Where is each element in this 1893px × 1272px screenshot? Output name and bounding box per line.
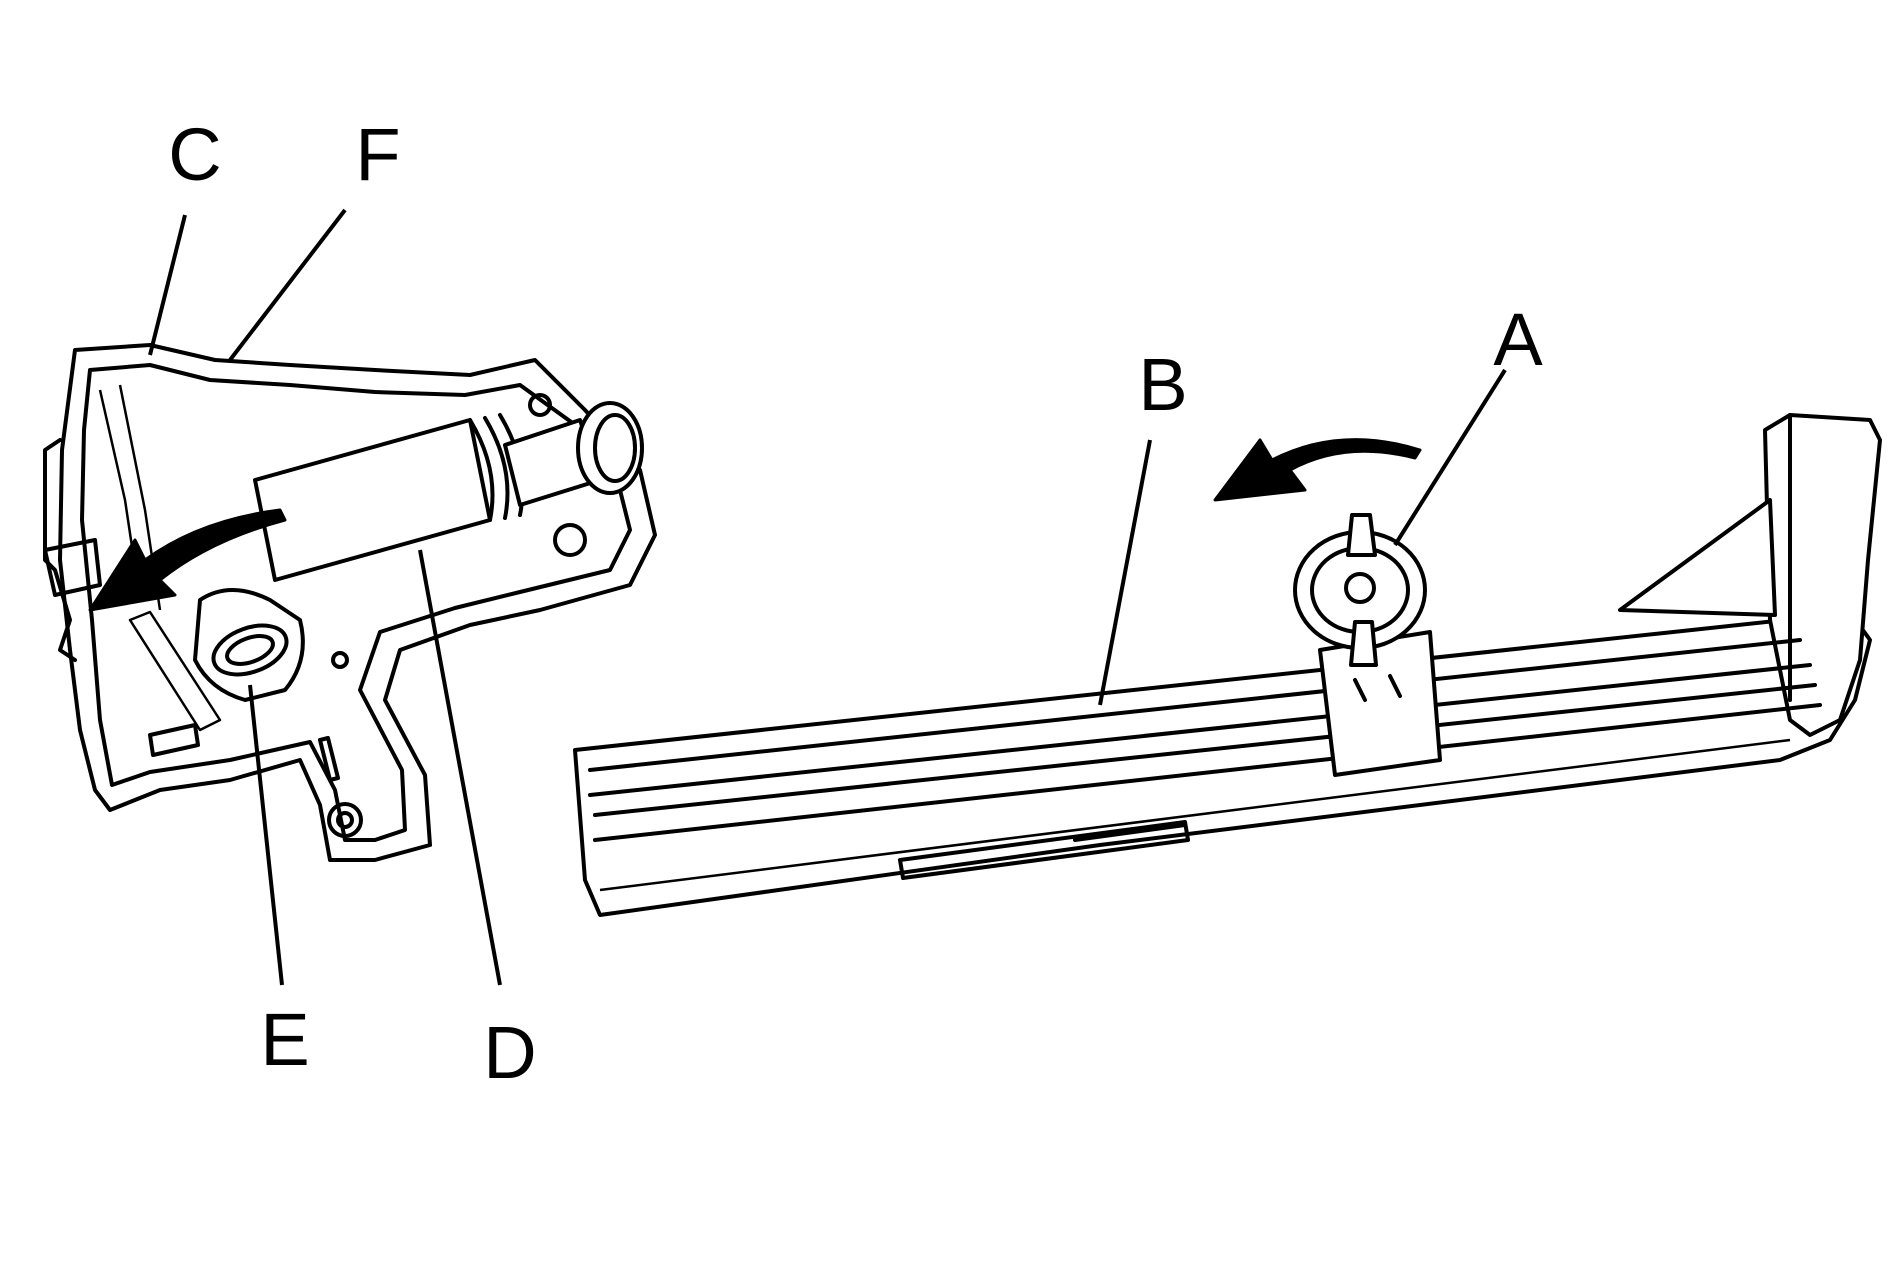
tube-cap — [576, 401, 644, 495]
left-assembly — [43, 343, 657, 862]
knob-a-tab-top — [1346, 513, 1377, 557]
mount-hole — [331, 651, 349, 669]
right-assembly — [573, 413, 1882, 917]
rail-groove — [588, 638, 1802, 772]
bracket-inner-frame — [80, 363, 632, 842]
rotation-arrow-left — [88, 508, 287, 612]
rail-groove — [593, 703, 1822, 842]
rotation-arrow-right — [1213, 438, 1422, 502]
left-clip — [43, 538, 102, 597]
slot — [318, 736, 340, 782]
bracket-plate — [58, 343, 657, 862]
rail-groove — [588, 663, 1812, 797]
callout-label-f: F — [355, 113, 400, 196]
callout-label-c: C — [168, 113, 221, 196]
callout-label-a: A — [1493, 298, 1543, 381]
knob-face — [211, 623, 289, 677]
leader-line-e — [248, 684, 284, 986]
leader-line-d — [418, 549, 502, 986]
callout-label-d: D — [483, 1011, 536, 1094]
leader-line-b — [1098, 439, 1152, 706]
rail-slot — [128, 610, 222, 732]
slider-slot — [1353, 674, 1402, 702]
slider-block — [1318, 630, 1442, 777]
callout-label-e: E — [260, 998, 309, 1081]
mount-hole — [327, 802, 363, 838]
slider-rail-tab — [898, 820, 1190, 880]
leader-line-a — [1393, 368, 1507, 547]
tube-cap-inner — [593, 413, 637, 483]
leader-line-f — [228, 208, 347, 362]
knob-a-hub — [1344, 572, 1376, 604]
rail-groove — [593, 683, 1817, 817]
slider-rail-tab — [1073, 823, 1187, 842]
knob-face-inner — [225, 634, 275, 666]
mount-hole — [553, 523, 587, 557]
callout-label-b: B — [1138, 343, 1187, 426]
leader-line-c — [148, 214, 187, 356]
mount-hole — [336, 811, 354, 829]
slot — [148, 723, 200, 757]
mount-hole — [528, 393, 552, 417]
left-flange — [43, 438, 77, 662]
rail-ramp — [1618, 498, 1777, 617]
knob-a-tab-bottom — [1349, 620, 1378, 667]
rail-lip — [599, 738, 1791, 892]
